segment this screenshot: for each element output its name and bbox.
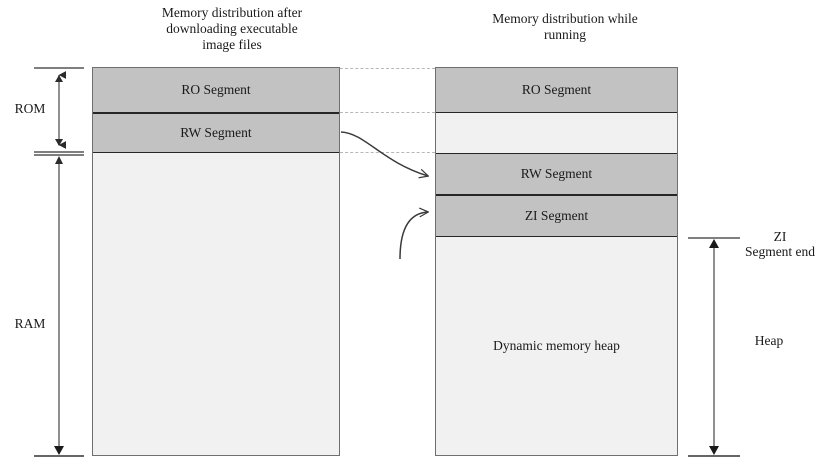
right-segment-zi: ZI Segment — [436, 195, 677, 237]
left-segment-ro-label: RO Segment — [181, 82, 251, 97]
right-segment-rw-label: RW Segment — [520, 166, 593, 181]
right-diagram-title: Memory distribution while running — [492, 11, 638, 42]
connector-dotted-line-top — [340, 68, 435, 69]
right-memory-block: RO Segment RW Segment ZI Segment Dynamic… — [435, 67, 678, 456]
ram-dimension-bracket — [34, 154, 84, 457]
rom-bracket-label: ROM — [14, 101, 46, 116]
right-segment-ro: RO Segment — [436, 68, 677, 113]
right-segment-heap-label: Dynamic memory heap — [493, 338, 620, 353]
left-segment-rw: RW Segment — [93, 113, 339, 153]
left-diagram-title: Memory distribution after downloading ex… — [161, 5, 303, 52]
right-segment-ro-label: RO Segment — [521, 82, 592, 97]
heap-dimension-bracket — [688, 239, 740, 457]
rw-segment-transfer-arrow — [340, 131, 428, 176]
left-segment-rw-label: RW Segment — [180, 125, 252, 140]
zi-segment-end-label: ZI Segment end — [744, 229, 816, 259]
right-segment-zi-label: ZI Segment — [524, 208, 589, 223]
left-memory-block: RO Segment RW Segment — [92, 67, 340, 456]
zi-segment-transfer-arrow — [399, 212, 428, 260]
connector-dotted-line-middle — [340, 112, 435, 113]
connector-dotted-line-bottom — [340, 152, 435, 153]
right-segment-gap — [436, 113, 677, 153]
left-segment-free — [93, 153, 339, 455]
right-segment-rw: RW Segment — [436, 153, 677, 195]
ram-bracket-label: RAM — [14, 316, 46, 331]
right-segment-heap: Dynamic memory heap — [436, 237, 677, 455]
heap-bracket-label: Heap — [754, 333, 784, 348]
left-segment-ro: RO Segment — [93, 68, 339, 113]
